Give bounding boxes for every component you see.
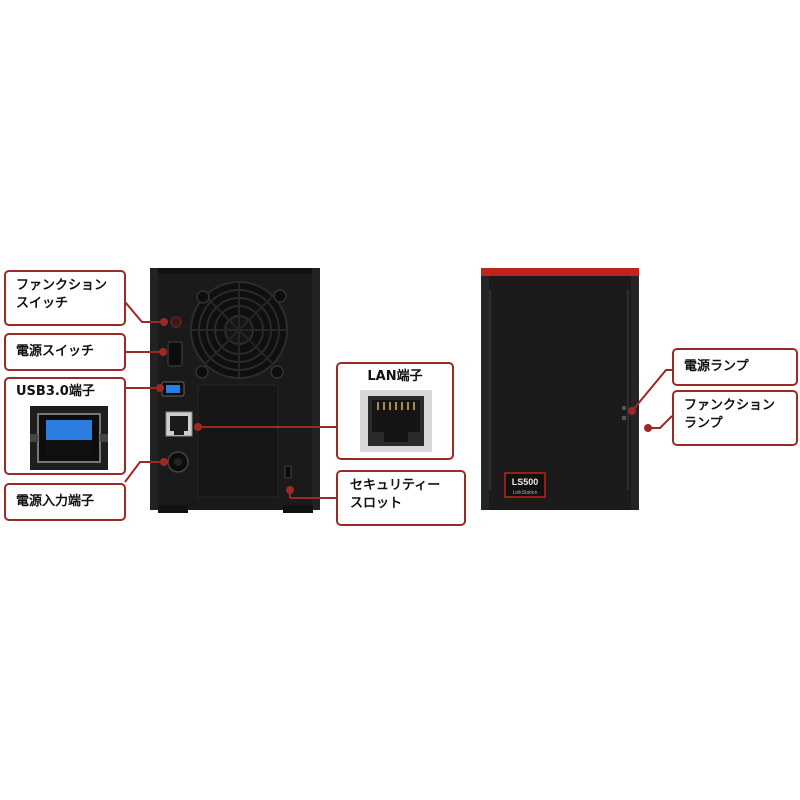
label-function-switch: ファンクション スイッチ <box>4 270 126 326</box>
rear-panel-plate <box>197 384 279 498</box>
label-function-lamp: ファンクション ランプ <box>672 390 798 446</box>
screw <box>195 365 209 379</box>
label-power-input-text: 電源入力端子 <box>16 494 95 509</box>
function-lamp <box>622 416 626 420</box>
screw <box>270 365 284 379</box>
label-lan: LAN端子 <box>336 362 454 460</box>
front-top-red-stripe <box>481 268 639 276</box>
label-lan-text: LAN端子 <box>367 369 423 384</box>
label-usb-text: USB3.0端子 <box>16 384 95 399</box>
power-switch <box>167 341 183 367</box>
label-security-slot: セキュリティー スロット <box>336 470 466 526</box>
label-function-lamp-line1: ファンクション <box>684 398 776 413</box>
front-device: LS500 LinkStation <box>481 268 639 510</box>
label-power-lamp: 電源ランプ <box>672 348 798 386</box>
security-slot <box>284 465 292 479</box>
label-power-switch-text: 電源スイッチ <box>16 344 95 359</box>
badge-model: LS500 <box>512 477 539 487</box>
power-lamp <box>622 406 626 410</box>
lan-closeup-image <box>360 390 432 452</box>
label-function-lamp-line2: ランプ <box>684 416 723 431</box>
label-function-switch-line2: スイッチ <box>16 296 69 311</box>
usb-closeup-image <box>30 406 108 470</box>
rear-device <box>150 268 320 513</box>
label-function-switch-line1: ファンクション <box>16 278 108 293</box>
label-power-input: 電源入力端子 <box>4 483 126 521</box>
screw <box>196 290 210 304</box>
label-power-lamp-text: 電源ランプ <box>684 359 749 374</box>
screw <box>273 289 287 303</box>
label-usb: USB3.0端子 <box>4 377 126 475</box>
label-security-slot-line2: スロット <box>350 496 403 511</box>
front-device-body <box>481 268 639 510</box>
product-badge <box>504 472 546 498</box>
fan-grille <box>190 281 288 379</box>
function-switch-hole <box>170 316 182 328</box>
label-power-switch: 電源スイッチ <box>4 333 126 371</box>
badge-brand: LinkStation <box>513 490 538 496</box>
label-security-slot-line1: セキュリティー <box>350 478 441 493</box>
